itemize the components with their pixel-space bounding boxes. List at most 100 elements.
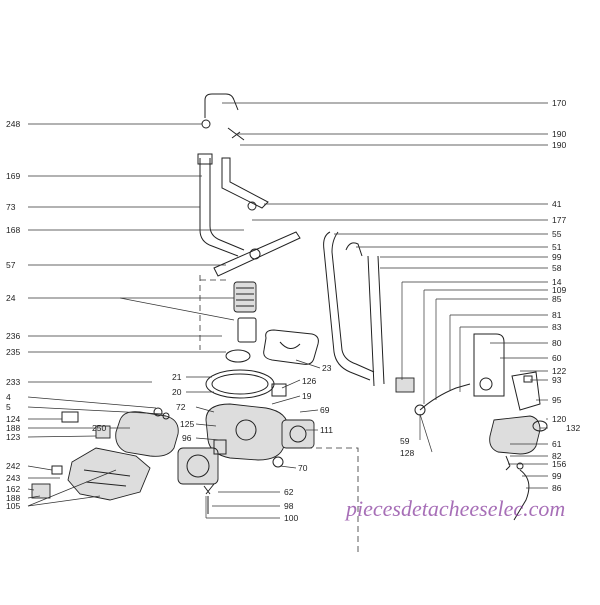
callout-right: 95 [552, 395, 562, 405]
callout-right: 93 [552, 375, 562, 385]
callout-center: 23 [322, 363, 332, 373]
part-drain-hose-86 [513, 469, 530, 521]
part-sump-72 [205, 403, 289, 461]
callout-center: 98 [284, 501, 294, 511]
callout-right: 99 [552, 252, 562, 262]
callout-center: 72 [176, 402, 186, 412]
callout-left: 248 [6, 119, 20, 129]
callout-right: 83 [552, 322, 562, 332]
callout-right: 61 [552, 439, 562, 449]
callout-center: 100 [284, 513, 298, 523]
part-cover-235 [225, 349, 251, 363]
part-pump-rotor [289, 425, 307, 443]
callout-center: 59 [400, 436, 410, 446]
callout-left: 73 [6, 202, 16, 212]
part-gasket-23 [263, 329, 319, 365]
callout-right: 51 [552, 242, 562, 252]
callout-left: 188 [6, 423, 20, 433]
callout-center: 69 [320, 405, 330, 415]
callout-center: 20 [172, 387, 182, 397]
part-drain-pump-132 [489, 415, 541, 455]
dashed-bracket-bottom [306, 447, 359, 556]
callout-right: 86 [552, 483, 562, 493]
part-filter-cup [237, 317, 257, 343]
callout-left: 24 [6, 293, 16, 303]
callout-left: 4 [6, 392, 11, 402]
callout-left: 236 [6, 331, 20, 341]
part-seal-96 [213, 439, 227, 455]
callout-right: 14 [552, 277, 562, 287]
callout-right: 80 [552, 338, 562, 348]
part-cap-169 [197, 153, 213, 165]
part-seal-60 [479, 377, 493, 391]
part-clip-70 [272, 456, 284, 468]
part-motor-face [186, 454, 210, 478]
callout-center: 96 [182, 433, 192, 443]
part-arm-hub [249, 248, 261, 260]
callout-left: 5 [6, 402, 11, 412]
callout-right: 55 [552, 229, 562, 239]
part-connector-123 [95, 425, 111, 439]
callout-right: 58 [552, 263, 562, 273]
part-hose-59 [419, 383, 471, 411]
part-tab-93 [523, 375, 533, 383]
part-upper-arm-41 [221, 157, 269, 209]
callout-right: 177 [552, 215, 566, 225]
callout-labels: 170 190 190 41 177 55 51 99 58 14 109 85… [6, 98, 580, 523]
part-valve-124 [61, 411, 79, 423]
part-sensor-14 [395, 377, 415, 393]
part-162 [31, 483, 51, 499]
part-heater-233 [115, 411, 179, 457]
callout-right: 82 [552, 451, 562, 461]
callout-left: 162 [6, 484, 20, 494]
part-hose-170 [204, 93, 239, 118]
part-sump-outlet [235, 419, 257, 441]
part-bracket-95 [511, 371, 541, 411]
callout-left: 233 [6, 377, 20, 387]
callout-center: 111 [320, 425, 333, 435]
part-frame-80 [473, 333, 505, 397]
part-assembly-detail [83, 469, 131, 487]
part-drawings [31, 93, 548, 521]
callout-right: 190 [552, 129, 566, 139]
callout-left: 123 [6, 432, 20, 442]
part-bracket-126 [271, 383, 287, 397]
assembly-boundaries [199, 275, 359, 556]
part-clamp-99b [516, 462, 524, 470]
callout-left: 188 [6, 493, 20, 503]
part-ring-5 [162, 412, 170, 420]
part-ring-20 [211, 373, 269, 395]
callout-center: 128 [400, 448, 414, 458]
callout-right: 109 [552, 285, 566, 295]
callout-right: 81 [552, 310, 562, 320]
callout-right: 85 [552, 294, 562, 304]
part-motor-62 [177, 447, 219, 485]
part-elbow-51 [345, 242, 363, 257]
leader-lines [27, 102, 548, 519]
part-filter-ribs [236, 287, 254, 307]
part-cap-120 [532, 420, 548, 432]
callout-left: 235 [6, 347, 20, 357]
callout-center: 19 [302, 391, 312, 401]
part-pipe-58 [367, 255, 385, 387]
callout-right: 190 [552, 140, 566, 150]
callout-center: 250 [92, 423, 106, 433]
callout-right: 170 [552, 98, 566, 108]
part-242 [51, 465, 63, 475]
part-hose-55 [323, 231, 375, 381]
callout-right: 41 [552, 199, 562, 209]
callout-center: 62 [284, 487, 294, 497]
watermark-text: piecesdetacheeselec.com [344, 496, 565, 521]
callout-left: 57 [6, 260, 16, 270]
callout-right: 156 [552, 459, 566, 469]
callout-left: 242 [6, 461, 20, 471]
callout-center: 126 [302, 376, 316, 386]
callout-left: 243 [6, 473, 20, 483]
callout-left: 168 [6, 225, 20, 235]
callout-left: 124 [6, 414, 20, 424]
part-lower-arm-57 [213, 231, 301, 277]
part-ring-4 [153, 407, 163, 417]
part-assembly-105 [67, 447, 151, 501]
